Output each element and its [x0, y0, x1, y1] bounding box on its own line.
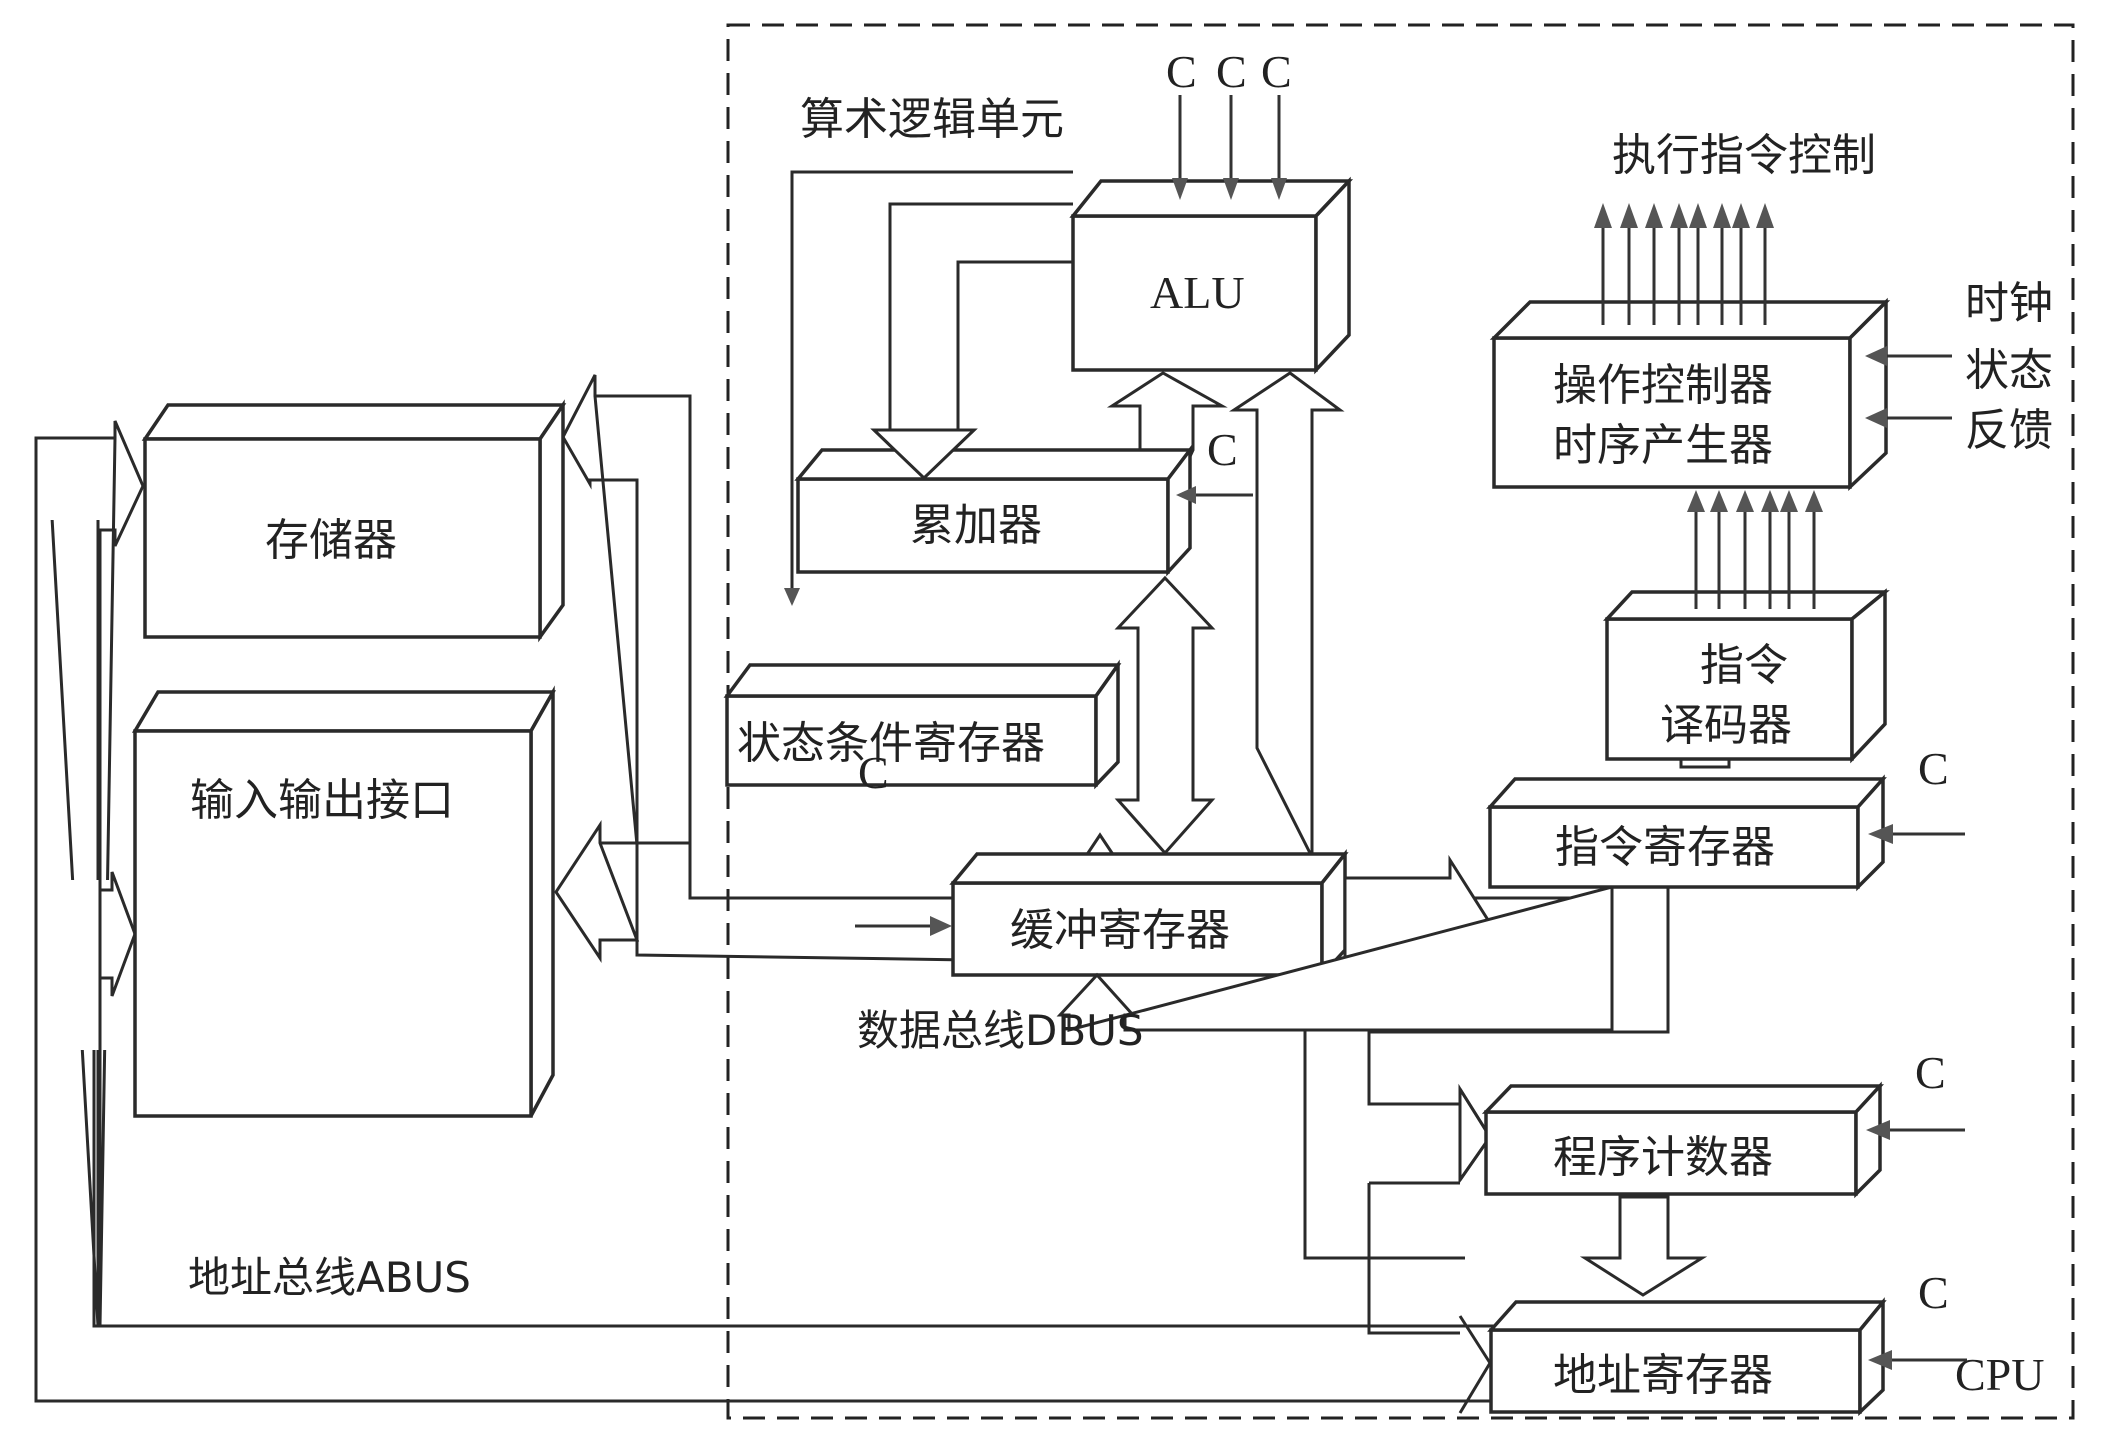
- cpu-label: CPU: [1955, 1349, 2044, 1400]
- decoder-title-line1: 指令: [1700, 640, 1788, 691]
- decoder-title-line2: 译码器: [1660, 700, 1792, 751]
- accumulator-control-label: C: [1207, 424, 1238, 475]
- abus-label: 地址总线ABUS: [188, 1253, 471, 1302]
- buffer-register-block: 缓冲寄存器 C: [855, 747, 1349, 980]
- dbus-label: 数据总线DBUS: [857, 1006, 1144, 1055]
- svg-text:C: C: [1261, 46, 1292, 97]
- abus-arrows: [30, 380, 150, 1401]
- status-label: 状态: [1965, 345, 2053, 396]
- instruction-register-block: 指令寄存器 C: [1486, 743, 1965, 892]
- alu-group-label: 算术逻辑单元: [800, 94, 1064, 145]
- ir-to-buffer-arrow: [1056, 885, 1614, 1032]
- svg-text:C: C: [1166, 46, 1197, 97]
- alu-title: ALU: [1150, 267, 1245, 318]
- exec-control-label: 执行指令控制: [1612, 130, 1876, 181]
- op-controller-title-line1: 操作控制器: [1553, 360, 1773, 411]
- ir-to-pc-line: [1367, 887, 1670, 1106]
- accumulator-block: 累加器 C: [794, 424, 1253, 577]
- accumulator-title: 累加器: [910, 500, 1042, 551]
- pc-to-ar-arrow: [1579, 1195, 1708, 1297]
- pc-title: 程序计数器: [1553, 1132, 1773, 1183]
- memory-title: 存储器: [265, 515, 397, 566]
- buffer-register-title: 缓冲寄存器: [1010, 905, 1230, 956]
- acc-buffer-arrow: [1114, 575, 1216, 856]
- ir-control-label: C: [1918, 743, 1949, 794]
- program-counter-block: 程序计数器 C: [1481, 1047, 1965, 1199]
- ar-control-label: C: [1918, 1267, 1949, 1318]
- op-controller-block: 操作控制器 时序产生器: [1489, 297, 1891, 492]
- pc-control-label: C: [1915, 1047, 1946, 1098]
- clock-label: 时钟: [1965, 278, 2053, 329]
- ir-title: 指令寄存器: [1555, 822, 1775, 873]
- alu-control-signals: C C C: [1166, 46, 1292, 200]
- io-title: 输入输出接口: [190, 775, 454, 826]
- op-controller-title-line2: 时序产生器: [1553, 420, 1773, 471]
- ar-title: 地址寄存器: [1553, 1350, 1773, 1401]
- op-controller-side-inputs: 时钟 状态 反馈: [1865, 278, 2053, 456]
- status-register-block: 状态条件寄存器: [723, 659, 1122, 790]
- feedback-label: 反馈: [1965, 405, 2053, 456]
- buffer-control-label: C: [858, 747, 889, 798]
- decoder-output-arrows: [1687, 490, 1823, 609]
- memory-block: 存储器 存储器: [141, 399, 567, 643]
- exec-control-arrows: [1594, 203, 1774, 325]
- address-register-block: 地址寄存器 C: [1487, 1267, 1967, 1417]
- status-register-title: 状态条件寄存器: [737, 718, 1045, 769]
- io-block: 输入输出接口: [131, 685, 556, 1118]
- svg-text:C: C: [1216, 46, 1247, 97]
- decoder-block: 指令 译码器: [1602, 588, 1890, 764]
